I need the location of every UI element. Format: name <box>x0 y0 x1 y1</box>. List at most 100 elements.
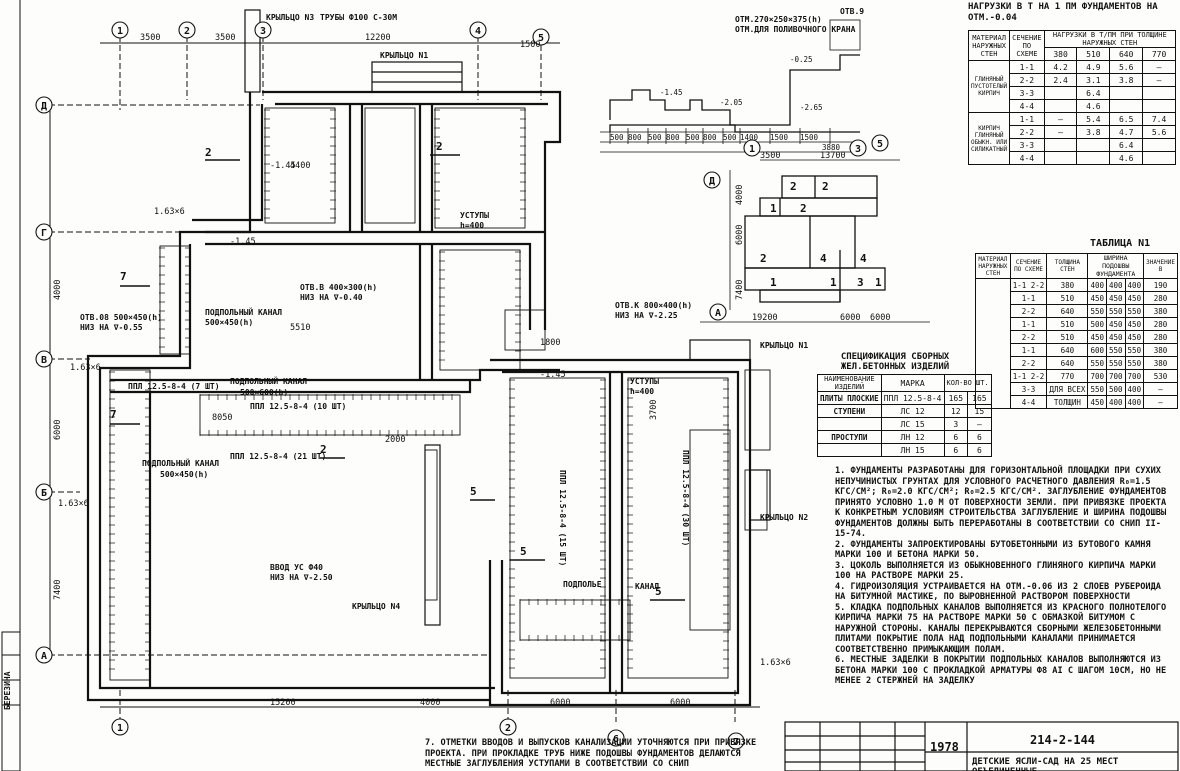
width-cell: 550 <box>1106 343 1126 357</box>
scheme-num-2d: 2 <box>760 252 767 265</box>
scheme-num-2b: 2 <box>822 180 829 193</box>
spec-cell: 3 <box>943 417 969 431</box>
width-cell: 450 <box>1106 330 1126 344</box>
spec-cell: ЛС 15 <box>880 417 945 431</box>
dim-inner-4: 3700 <box>649 400 659 420</box>
width-cell: 550 <box>1124 304 1145 318</box>
scheme-dim-4: 6000 <box>840 313 860 323</box>
loads-cell: 3.8 <box>1076 125 1111 139</box>
loads-table-title: НАГРУЗКИ В Т НА 1 ПМ ФУНДАМЕНТОВ НА ОТМ.… <box>968 2 1158 23</box>
dim-top-2: 3500 <box>215 33 235 43</box>
spec-cell: ЛС 12 <box>880 404 945 418</box>
loads-cell: 4.7 <box>1109 125 1144 139</box>
width-cell: 510 <box>1046 317 1089 331</box>
author-name: БЕРЕЗИНА <box>3 671 12 710</box>
scheme-num-1b: 1 <box>770 276 777 289</box>
width-cell: 1-1 <box>1009 343 1048 357</box>
loads-cell: 6.5 <box>1109 112 1144 126</box>
label-hole-2-low: НИЗ НА ∇-0.40 <box>300 293 363 302</box>
width-cell: 550 <box>1124 356 1145 370</box>
loads-cell: 3.8 <box>1109 73 1144 87</box>
axis-label-top-5: 5 <box>538 33 544 44</box>
width-cell: 280 <box>1143 330 1178 344</box>
width-table-title: ТАБЛИЦА N1 <box>1090 238 1151 249</box>
loads-cell <box>1043 151 1078 165</box>
loads-width-380: 380 <box>1043 47 1078 61</box>
width-cell: 700 <box>1106 369 1126 383</box>
label-porch-1b: КРЫЛЬЦО N1 <box>760 341 808 350</box>
label-steps-2: УСТУПЫ <box>630 377 659 386</box>
width-cell: 550 <box>1087 304 1107 318</box>
width-head-b: ЗНАЧЕНИЕ В <box>1143 253 1178 279</box>
note-5: 5. КЛАДКА ПОДПОЛЬНЫХ КАНАЛОВ ВЫПОЛНЯЕТСЯ… <box>835 602 1167 655</box>
dim-top-1: 3500 <box>140 33 160 43</box>
width-head-width: ШИРИНА ПОДОШВЫ ФУНДАМЕНТА <box>1087 253 1145 279</box>
scheme-axis-1: 1 <box>749 144 755 155</box>
width-cell: 450 <box>1106 291 1126 305</box>
label-hole-3-low: НИЗ НА ∇-2.25 <box>615 311 678 320</box>
spec-cell: ЛН 12 <box>880 430 945 444</box>
scheme-num-1a: 1 <box>770 202 777 215</box>
cut-label-1: 2 <box>205 146 212 159</box>
axis-label-left-A: А <box>41 651 47 662</box>
scheme-num-1d: 1 <box>875 276 882 289</box>
section-level-4: -0.25 <box>790 55 813 64</box>
label-porch-2: КРЫЛЬЦО N2 <box>760 513 808 522</box>
section-dim-9: 1500 <box>770 133 789 142</box>
width-head-thick: ТОЛЩИНА СТЕН <box>1046 253 1089 279</box>
dim-inner-1: 4400 <box>290 161 310 171</box>
spec-cell: СТУПЕНИ <box>817 404 882 418</box>
width-cell: 450 <box>1124 317 1145 331</box>
width-cell: — <box>1143 382 1178 396</box>
spec-cell <box>817 443 882 457</box>
dim-inner-6: 2000 <box>385 435 405 445</box>
axis-label-bottom-7: 7 <box>733 737 739 748</box>
axis-label-left-D: Д <box>41 101 47 112</box>
section-dim-10: 1500 <box>800 133 819 142</box>
width-cell: 400 <box>1124 278 1145 292</box>
section-dim-3: 500 <box>648 133 662 142</box>
label-canal-2: ПОДПОЛЬНЫЙ КАНАЛ <box>142 457 219 468</box>
scheme-axis-3: 3 <box>855 144 861 155</box>
label-slab-4: ППЛ 12.5-8-4 (15 ШТ) <box>558 470 567 566</box>
loads-cell: — <box>1142 73 1176 87</box>
axis-label-left-G: Г <box>41 228 47 239</box>
width-cell: 640 <box>1046 343 1089 357</box>
label-porch-4: КРЫЛЬЦО N4 <box>352 602 400 611</box>
width-cell: ДЛЯ ВСЕХ <box>1046 382 1089 396</box>
spec-cell: 12 <box>943 404 969 418</box>
loads-cell: 2-2 <box>1009 125 1045 139</box>
loads-cell <box>1043 86 1078 100</box>
dim-inner-3: 5510 <box>290 323 310 333</box>
section-dim-1: 500 <box>610 133 624 142</box>
spec-cell: ЛН 15 <box>880 443 945 457</box>
width-cell: 770 <box>1046 369 1089 383</box>
scheme-num-3: 3 <box>857 276 864 289</box>
level-mark-1: -1.45 <box>230 237 256 247</box>
loads-cell <box>1142 138 1176 152</box>
width-cell: — <box>1143 395 1178 409</box>
dim-bottom-1: 15200 <box>270 698 296 708</box>
width-cell: 380 <box>1143 304 1178 318</box>
width-cell: 380 <box>1046 278 1089 292</box>
axis-label-top-1: 1 <box>117 26 123 37</box>
label-mark-a: ОТМ.270×250×375(h) <box>735 15 822 24</box>
width-cell: 700 <box>1124 369 1145 383</box>
width-cell: 700 <box>1087 369 1107 383</box>
width-cell: 2-2 <box>1009 304 1048 318</box>
loads-cell: 4-4 <box>1009 99 1045 113</box>
width-cell: 550 <box>1106 304 1126 318</box>
label-hole-2: ОТВ.В 400×300(h) <box>300 283 377 292</box>
note-2: 2. ФУНДАМЕНТЫ ЗАПРОЕКТИРОВАНЫ БУТОБЕТОНН… <box>835 539 1151 561</box>
spec-head-name: НАИМЕНОВАНИЕ ИЗДЕЛИЙ <box>817 374 882 392</box>
scheme-dim-v2: 6000 <box>735 225 745 245</box>
loads-cell: 5.6 <box>1142 125 1176 139</box>
scheme-axis-D: Д <box>709 176 715 187</box>
